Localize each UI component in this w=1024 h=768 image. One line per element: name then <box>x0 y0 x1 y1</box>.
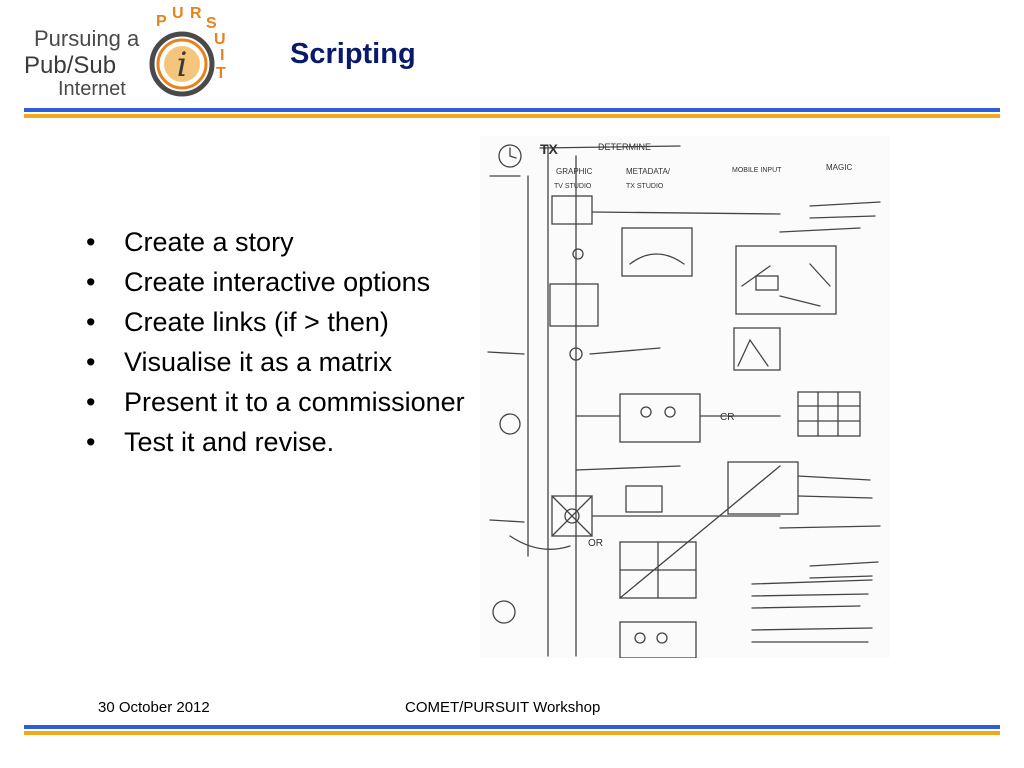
svg-text:TX: TX <box>540 141 559 157</box>
ring-letter-i: I <box>220 47 224 64</box>
ring-letter-t: T <box>216 65 226 82</box>
svg-text:DETERMINE: DETERMINE <box>598 142 651 152</box>
logo-line-3: Internet <box>58 78 126 100</box>
pursuit-ring-icon: i P U R S U I T <box>149 6 226 97</box>
svg-text:TX STUDIO: TX STUDIO <box>626 183 664 190</box>
footer-event: COMET/PURSUIT Workshop <box>405 699 601 716</box>
footer-rule-blue <box>24 725 1000 729</box>
svg-text:MOBILE INPUT: MOBILE INPUT <box>732 167 782 174</box>
logo-line-1: Pursuing a <box>34 26 140 51</box>
bullet-item: Create interactive options <box>86 266 486 298</box>
ring-letter-u2: U <box>214 31 226 48</box>
svg-text:METADATA/: METADATA/ <box>626 167 671 176</box>
bullet-item: Visualise it as a matrix <box>86 346 486 378</box>
bullet-item: Present it to a commissioner <box>86 386 486 418</box>
pursuit-logo: Pursuing a Pub/Sub Internet i P U R S U … <box>22 6 232 106</box>
svg-text:OR: OR <box>588 538 603 549</box>
svg-text:i: i <box>177 45 188 85</box>
storyboard-sketch-image: TX DETERMINE GRAPHIC TV STUDIO METADATA/… <box>480 136 890 658</box>
ring-letter-u: U <box>172 6 184 22</box>
logo-line-2: Pub/Sub <box>24 52 117 79</box>
svg-text:TV STUDIO: TV STUDIO <box>554 183 592 190</box>
svg-text:GRAPHIC: GRAPHIC <box>556 167 593 176</box>
header-rule-blue <box>24 108 1000 112</box>
svg-text:CR: CR <box>720 412 734 423</box>
page-title: Scripting <box>290 38 416 70</box>
footer-date: 30 October 2012 <box>98 699 210 716</box>
ring-letter-p: P <box>156 13 167 30</box>
header-rule-orange <box>24 114 1000 118</box>
svg-text:MAGIC: MAGIC <box>826 163 852 172</box>
bullet-item: Test it and revise. <box>86 426 486 458</box>
ring-letter-r: R <box>190 6 202 22</box>
bullet-item: Create links (if > then) <box>86 306 486 338</box>
footer-rule-orange <box>24 731 1000 735</box>
bullet-item: Create a story <box>86 226 486 258</box>
bullet-list: Create a story Create interactive option… <box>86 226 486 466</box>
ring-letter-s: S <box>206 15 217 32</box>
